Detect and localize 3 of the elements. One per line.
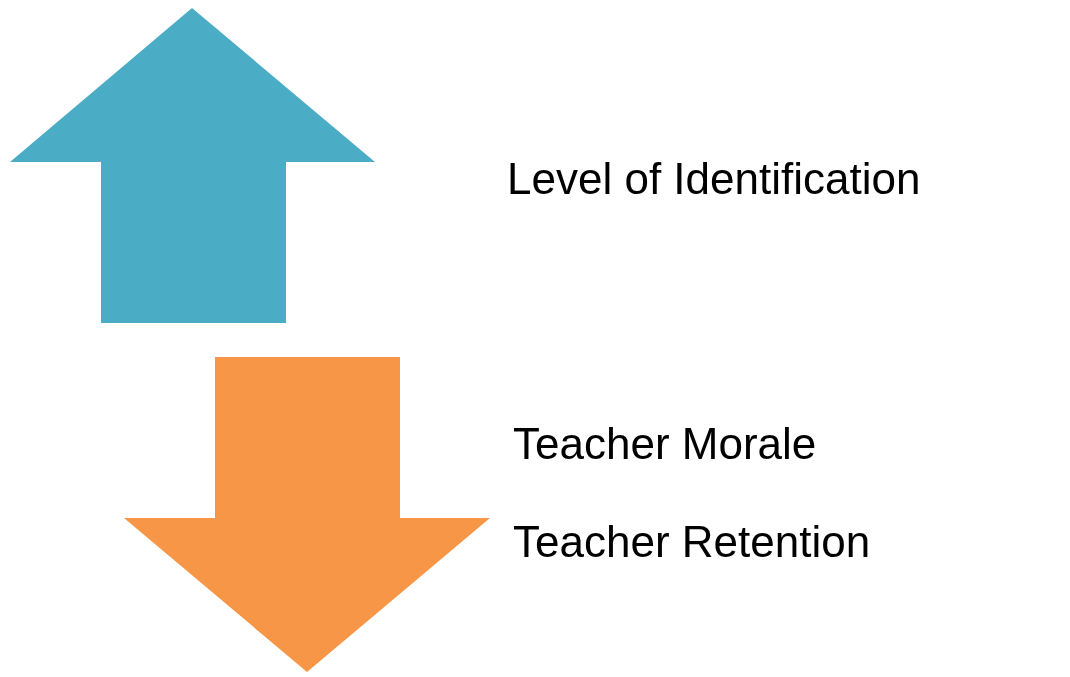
label-text: Teacher Morale [513, 420, 817, 469]
label-text: Teacher Retention [513, 518, 871, 567]
label-text: Level of Identification [507, 155, 921, 204]
